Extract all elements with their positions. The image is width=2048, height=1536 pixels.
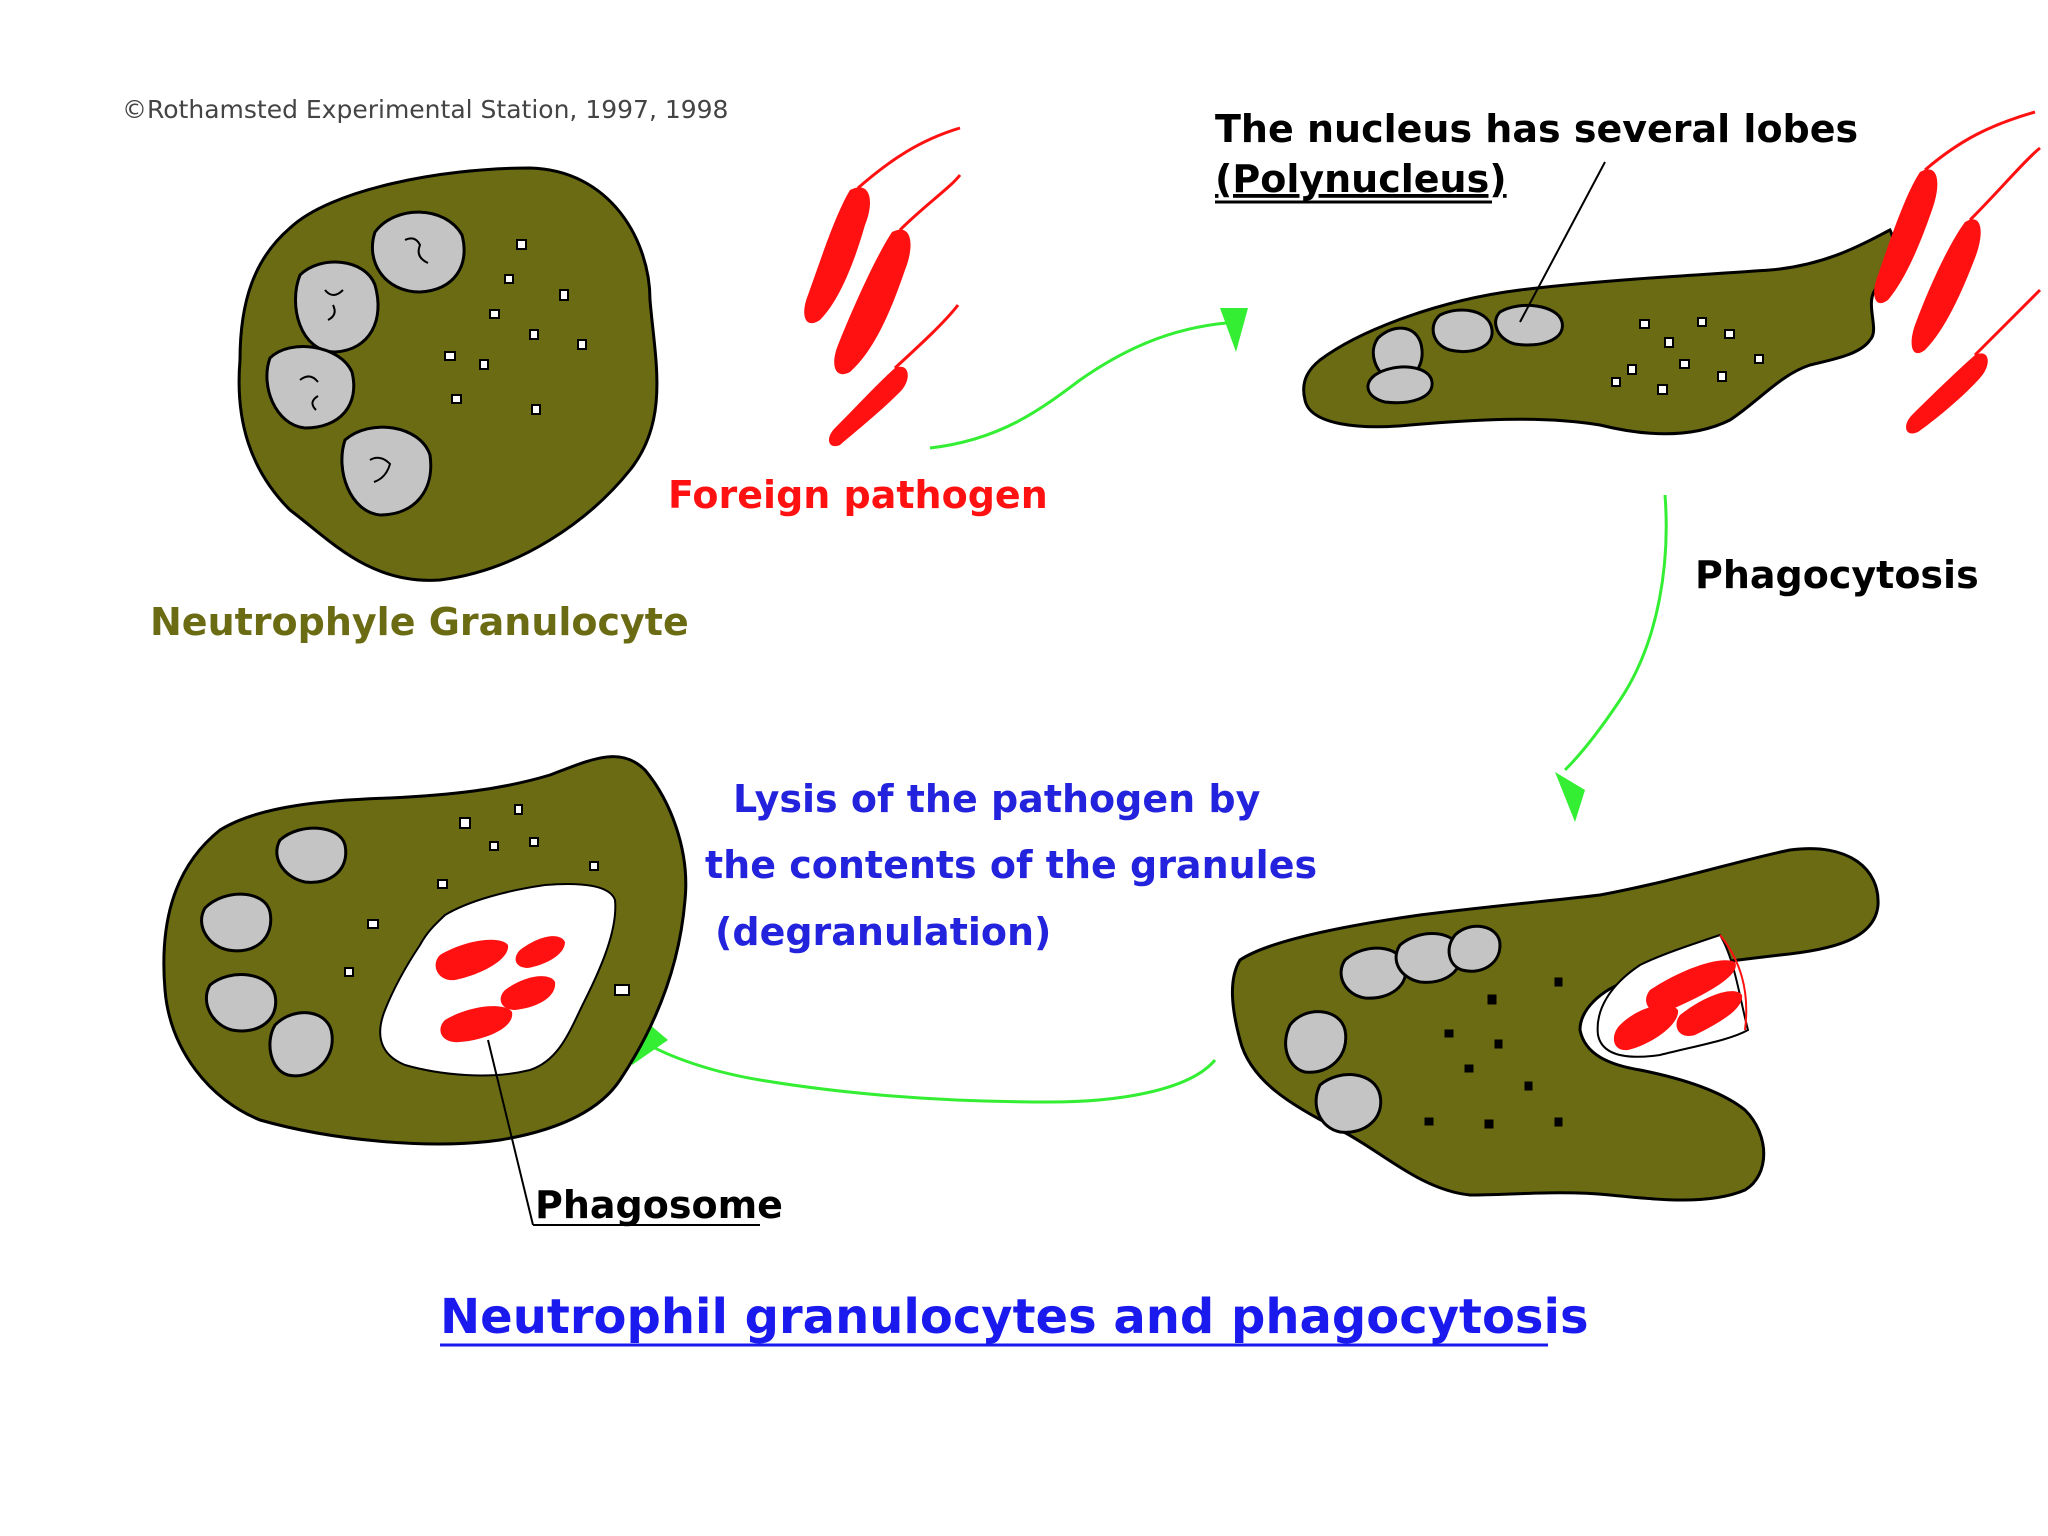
arrow-to-lysis (630, 1008, 1217, 1104)
phagosome-pointer-line (487, 1039, 534, 1226)
granules (444, 239, 587, 415)
bacterium-icon (1911, 219, 1981, 354)
cell-name-label: Neutrophyle Granulocyte (150, 600, 689, 644)
nucleus-pointer-line (1519, 161, 1606, 323)
diagram-title[interactable]: Neutrophil granulocytes and phagocytosis (440, 1289, 1589, 1345)
granules (1611, 317, 1764, 395)
pathogen-group-1 (804, 126, 962, 447)
lysed-pathogens (435, 936, 565, 1043)
engulfing-neutrophil (1231, 847, 1880, 1202)
nucleus-lobes (1366, 303, 1564, 405)
lysis-label-line3: (degranulation) (715, 910, 1051, 954)
phagosome-vacuole (379, 882, 617, 1077)
bacterium-icon (1906, 353, 1988, 434)
curved-arrow-icon (929, 320, 1241, 450)
nucleus-lobes (265, 210, 466, 517)
nucleus-lobes (200, 826, 348, 1078)
lysing-neutrophil (162, 755, 760, 1226)
bacterium-icon (1874, 169, 1938, 304)
resting-neutrophil (237, 166, 659, 582)
bacterium-icon (828, 366, 908, 447)
nucleus-lobes (1284, 924, 1502, 1134)
copyright-text: ©Rothamsted Experimental Station, 1997, … (122, 95, 728, 124)
nucleus-label-line2: (Polynucleus) (1215, 157, 1507, 201)
pathogen-group-2 (1874, 110, 2042, 434)
bacterium-icon (804, 187, 870, 324)
elongated-neutrophil (1302, 161, 1895, 436)
pathogen-label: Foreign pathogen (668, 473, 1048, 517)
lysis-label-line2: the contents of the granules (705, 843, 1317, 887)
curved-arrow-icon (639, 1038, 1217, 1104)
phagosome-label: Phagosome (535, 1183, 783, 1227)
engulfed-pathogens (1613, 960, 1743, 1051)
bacterium-icon (834, 229, 911, 375)
cell-body (1302, 227, 1895, 436)
arrow-phagocytosis (1555, 494, 1668, 822)
phagocytosis-label: Phagocytosis (1695, 553, 1979, 597)
granules (344, 804, 630, 996)
arrow-to-engulfing-cell (929, 308, 1248, 450)
curved-arrow-icon (1563, 494, 1668, 772)
granules (1424, 977, 1563, 1129)
lysis-label-line1: Lysis of the pathogen by (733, 777, 1261, 821)
nucleus-detail-marks (299, 237, 429, 483)
nucleus-label-line1: The nucleus has several lobes (1215, 107, 1858, 151)
